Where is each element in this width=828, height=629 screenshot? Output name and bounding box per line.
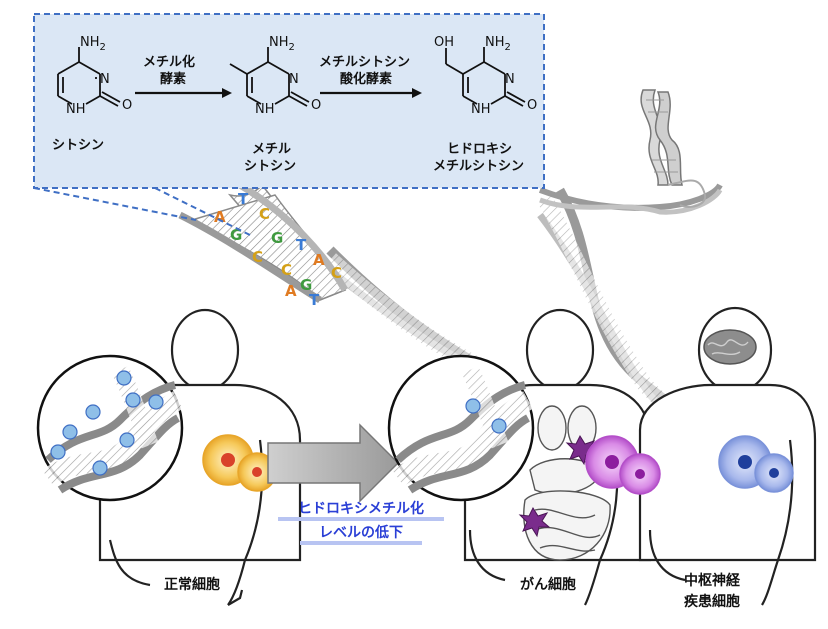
dna-base-letter: A [313,251,325,269]
cns-label-line2: 疾患細胞 [684,593,740,610]
hydroxymethylcytosine-name-line2: メチルシトシン [433,159,524,174]
chromosome-icon [640,89,707,208]
methylcytosine-structure [229,47,310,107]
hydroxymethylcytosine-oh-label: OH [434,35,454,50]
dna-base-letter: C [281,261,292,279]
cytosine-nh2-label: NH2 [80,35,106,53]
organs-icon [523,405,611,561]
dna-base-letter: G [300,276,312,294]
hydroxymethylcytosine-nh-label: NH [471,102,491,117]
hydroxymethylcytosine-o-label: O [527,98,537,113]
dna-base-letter: C [252,248,263,266]
dna-base-letter: C [331,264,342,282]
cancer-cells [585,435,661,495]
hydroxymethylcytosine-n-label: N [505,72,515,87]
arrow1-label-line1: メチル化 [143,54,195,70]
hydroxymethylcytosine-nh2-label: NH2 [485,35,511,53]
methylcytosine-nh-label: NH [255,102,275,117]
dna-base-letter: A [285,282,297,300]
arrow-caption: ヒドロキシメチル化 レベルの低下 [278,500,444,545]
hydroxymethylcytosine-name-line1: ヒドロキシ [447,142,512,157]
normal-cell-label: 正常細胞 [164,576,220,593]
cytosine-name: シトシン [52,138,104,153]
dna-base-letter: T [296,236,307,254]
hydroxymethylcytosine-structure [445,47,526,107]
arrow-caption-line1: ヒドロキシメチル化 [298,500,424,517]
dna-base-letter: G [271,229,283,247]
arrow2-label-line1: メチルシトシン [319,55,410,70]
dna-base-letter: T [309,291,320,309]
methylcytosine-name-line1: メチル [252,142,291,157]
cytosine-structure [57,47,121,107]
methylcytosine-name-line2: シトシン [244,159,296,174]
reaction-arrow-2 [320,88,422,98]
cancer-burst-icon [518,434,598,538]
cytosine-nh-label: NH [66,102,86,117]
methylcytosine-n-label: N [289,72,299,87]
cancer-cell-label: がん細胞 [520,576,576,593]
cytosine-n-label: N [100,72,110,87]
cns-cells [718,435,794,493]
reaction-arrow-1 [135,88,232,98]
arrow-caption-line2: レベルの低下 [319,524,403,541]
arrow2-label-line2: 酸化酵素 [340,71,392,87]
methylcytosine-o-label: O [311,98,321,113]
magnifier-normal [36,354,184,502]
arrow1-label-line2: 酵素 [160,71,186,87]
brain-icon [703,329,757,365]
dna-base-letter: C [259,205,270,223]
methylcytosine-nh2-label: NH2 [269,35,295,53]
transition-arrow [267,423,400,503]
dna-base-letter: A [214,208,226,226]
magnifier-disease [387,354,535,502]
cytosine-o-label: O [122,98,132,113]
cns-label-line1: 中枢神経 [684,572,741,589]
dna-base-letter: T [238,190,249,208]
